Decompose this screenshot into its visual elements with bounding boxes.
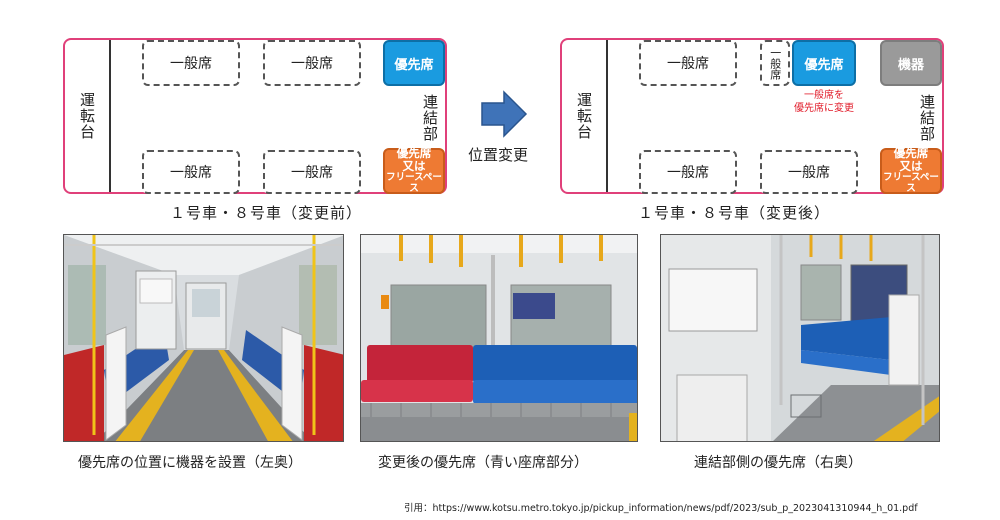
priority-or-free-space: 優先席 又は フリースペース [383,146,445,194]
general-seat: 一般席 [263,150,361,194]
cab-divider [109,40,111,192]
cab-label: 運転台 [575,92,593,140]
general-seat-narrow: 一般席 [760,40,790,86]
general-seat: 一般席 [639,150,737,194]
photo-caption-1: 優先席の位置に機器を設置（左奥） [78,455,302,471]
train-corridor-illustration [64,235,343,441]
cab-label: 運転台 [78,92,96,140]
photo-new-priority-seats [360,234,638,442]
general-seat: 一般席 [142,150,240,194]
change-note: 一般席を 優先席に変更 [794,90,854,114]
coupler-label: 連結部 [421,94,439,142]
citation: 引用：https://www.kotsu.metro.tokyo.jp/pick… [404,503,918,514]
arrow-right-icon [481,90,528,138]
caption-before: １号車・８号車（変更前） [170,204,363,222]
car-diagram-after: 運転台 連結部 一般席 一般席 優先席 機器 一般席を 優先席に変更 一般席 一… [560,38,944,194]
priority-seat: 優先席 [792,40,856,86]
caption-after: １号車・８号車（変更後） [638,204,831,222]
general-seat: 一般席 [142,40,240,86]
coupler-label: 連結部 [918,94,936,142]
train-coupler-illustration [661,235,939,441]
photo-caption-2: 変更後の優先席（青い座席部分） [378,455,588,471]
general-seat: 一般席 [760,150,858,194]
photo-equipment-location [63,234,344,442]
general-seat: 一般席 [639,40,737,86]
arrow-label: 位置変更 [468,146,529,164]
cab-divider [606,40,608,192]
photo-caption-3: 連結部側の優先席（右奥） [694,455,862,471]
priority-seat: 優先席 [383,40,445,86]
train-seats-illustration [361,235,637,441]
car-diagram-before: 運転台 連結部 一般席 一般席 優先席 一般席 一般席 優先席 又は フリースペ… [63,38,447,194]
equipment-box: 機器 [880,40,942,86]
general-seat: 一般席 [263,40,361,86]
priority-or-free-space: 優先席 又は フリースペース [880,146,942,194]
photo-coupler-side-priority [660,234,940,442]
